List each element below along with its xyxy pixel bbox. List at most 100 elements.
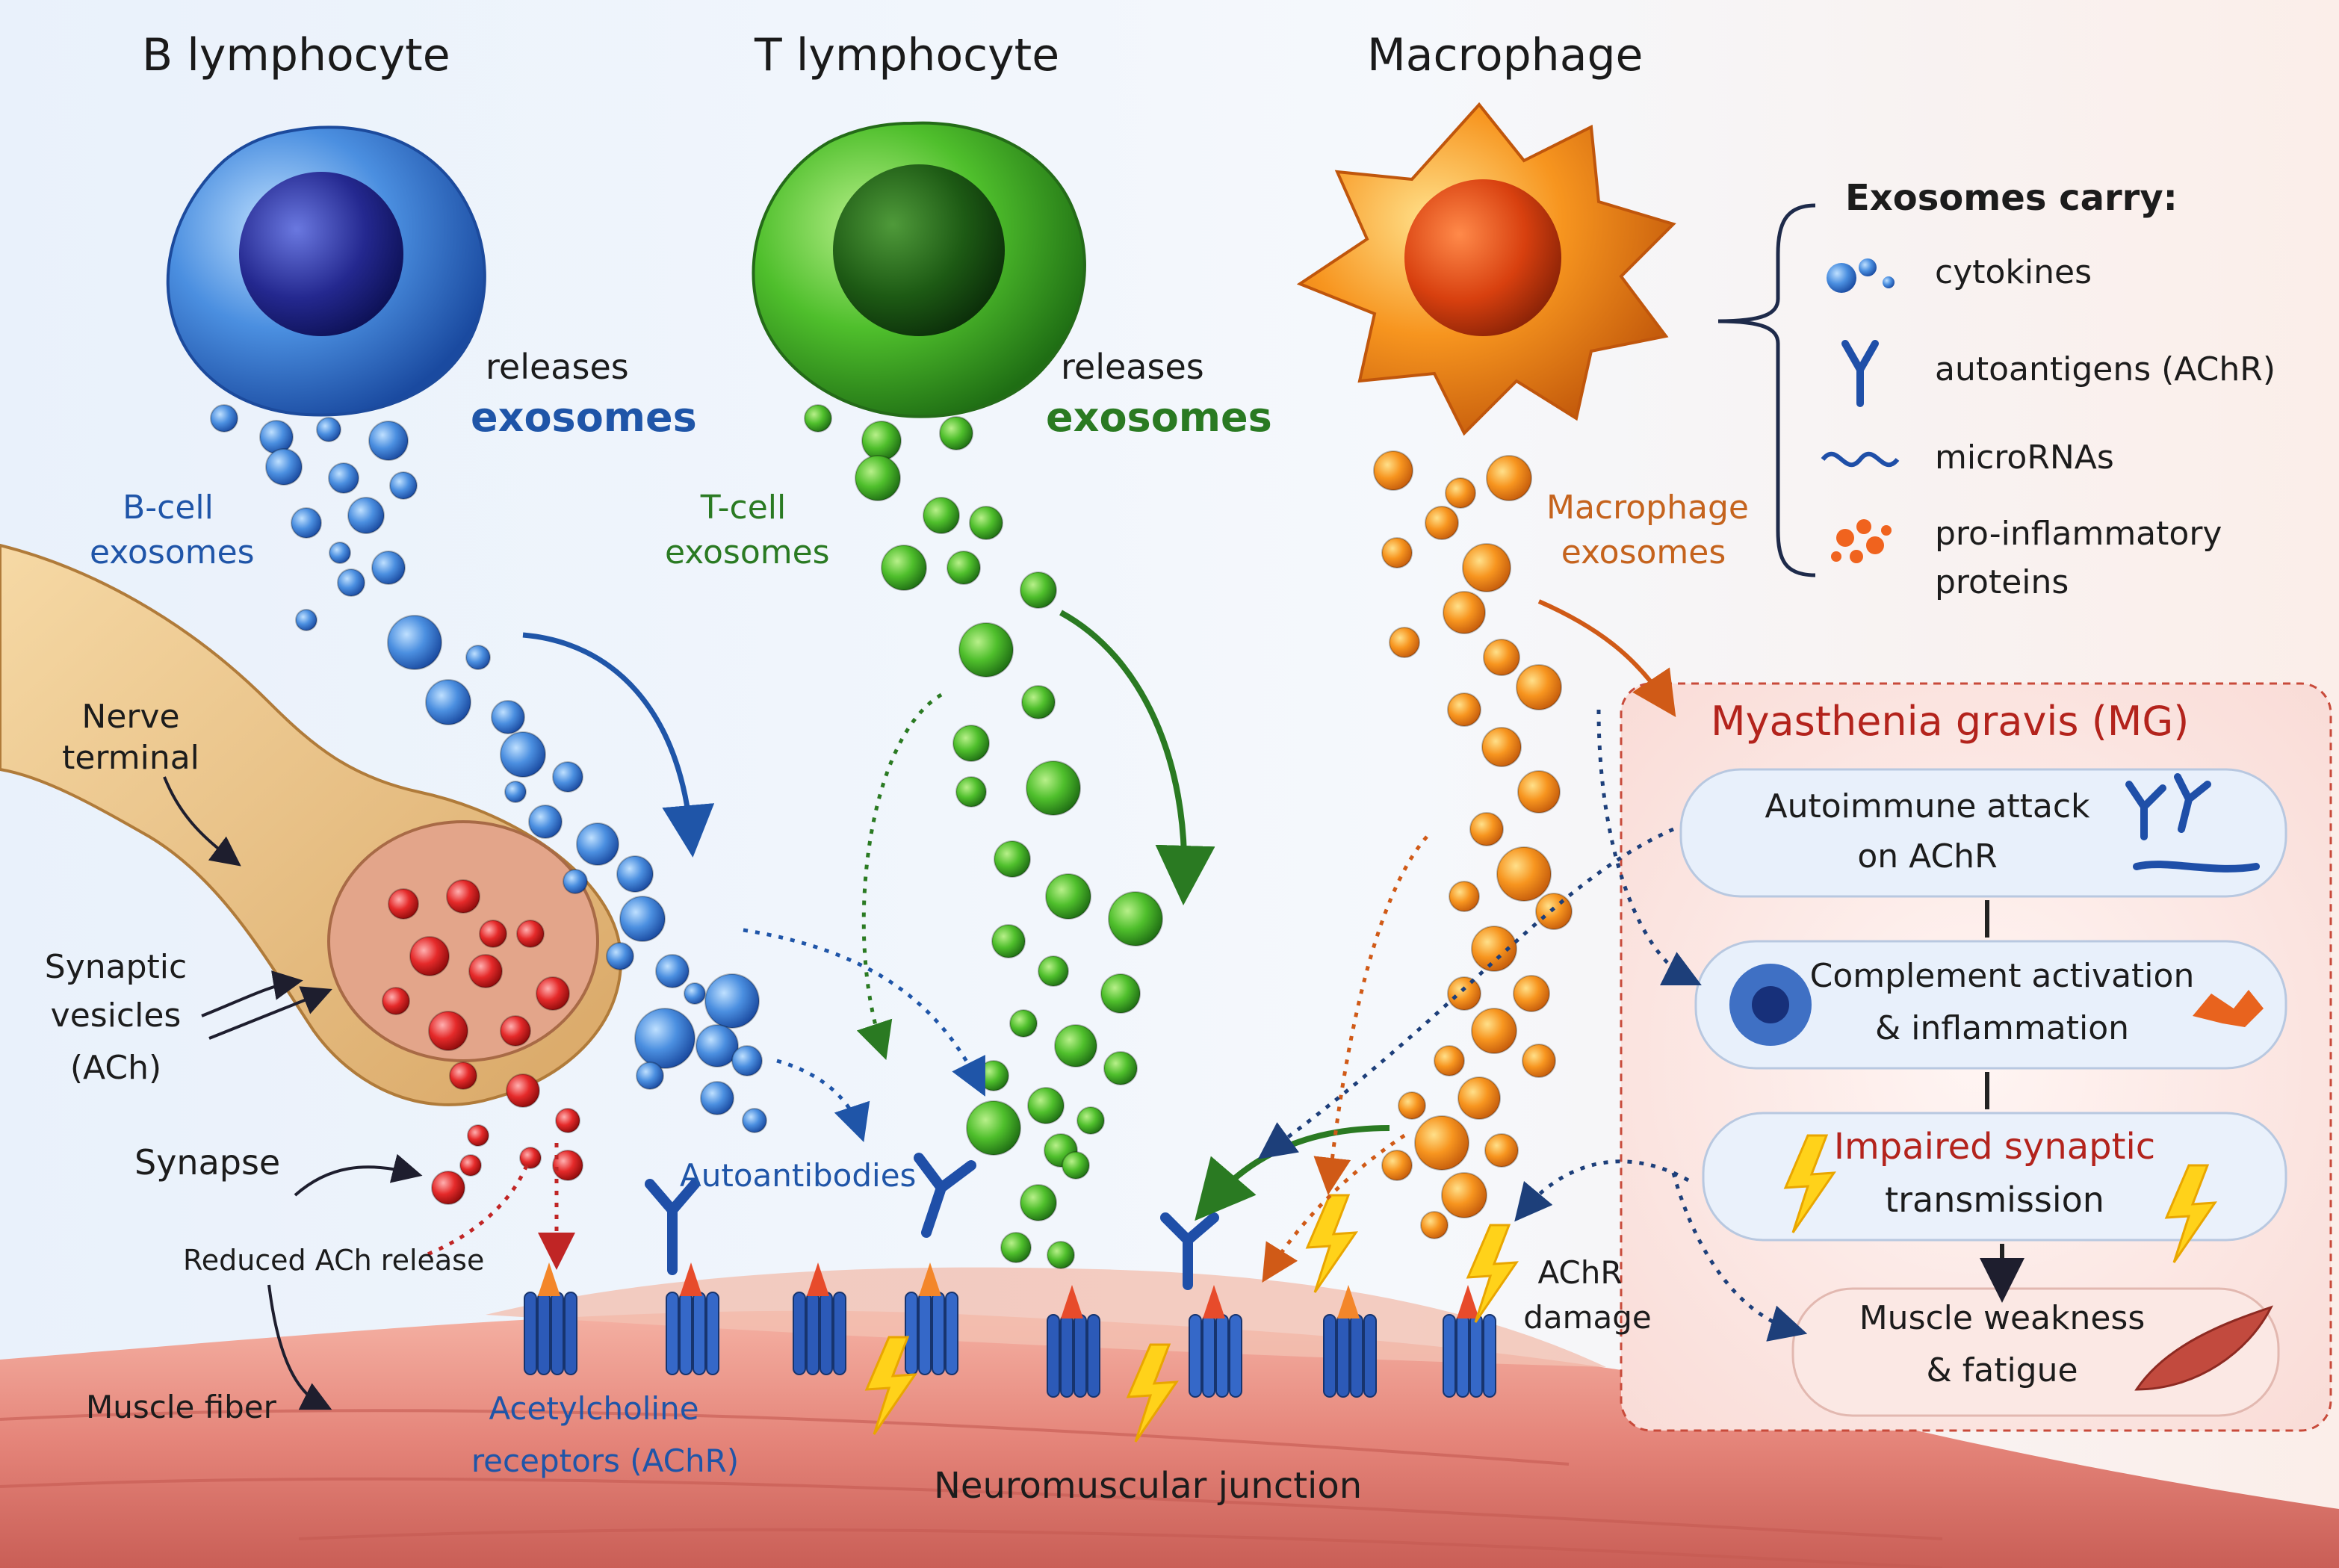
synaptic-vesicle: [500, 1015, 531, 1047]
macrophage-exosome: [1398, 1091, 1426, 1120]
macrophage-exosome: [1449, 881, 1480, 912]
mg-step1-line2: on AChR: [1857, 837, 1998, 876]
t-cell-exosome: [1009, 1009, 1038, 1038]
t-cell-exosome: [947, 551, 981, 585]
legend-brace: [1717, 203, 1816, 577]
macrophage-exosome: [1434, 1045, 1465, 1076]
cytokines-icon: [1827, 258, 1895, 293]
b-cell-exosome: [316, 417, 341, 442]
b-cell-exosome-stream: [210, 404, 767, 1133]
t-cell-exosomes-line1: T-cell: [700, 489, 787, 527]
achr-receptor: [1047, 1285, 1100, 1398]
t-cell-exosome: [1103, 1051, 1138, 1085]
synaptic-vesicle: [428, 1011, 468, 1051]
b-cell-exosome: [291, 507, 322, 539]
t-cell-exosome: [1020, 571, 1057, 609]
achr-receptor: [1189, 1285, 1242, 1398]
b-cell-exosome: [634, 1008, 695, 1069]
macrophage-exosome: [1481, 727, 1522, 767]
microrna-icon: [1821, 451, 1900, 468]
achr-receptor: [793, 1262, 846, 1375]
macrophage-exosome: [1443, 591, 1486, 634]
label-pointer-arrows: [163, 776, 423, 1410]
muscle-fiber-label: Muscle fiber: [86, 1389, 276, 1425]
t-cell-exosome: [855, 455, 901, 501]
synaptic-vesicle: [506, 1073, 540, 1108]
b-cell-exosome: [465, 645, 491, 670]
mg-flow-arrows: [1987, 900, 2002, 1285]
macrophage-exosomes-line1: Macrophage: [1546, 489, 1749, 527]
mg-step2-line2: & inflammation: [1874, 1009, 2130, 1047]
macrophage-exosome: [1389, 627, 1420, 658]
b-cell-exosome: [684, 982, 706, 1005]
synaptic-vesicle: [519, 1147, 542, 1169]
t-lymphocyte-title: T lymphocyte: [755, 29, 1060, 81]
t-cell-exosome: [1026, 760, 1081, 816]
t-cell-exosome: [1054, 1024, 1097, 1067]
t-cell-exosome: [1108, 891, 1163, 946]
lightning-bolts: [864, 1134, 2217, 1443]
macrophage-exosome: [1447, 692, 1481, 727]
synaptic-vesicle: [382, 987, 410, 1015]
synaptic-vesicles-line2: vesicles: [50, 997, 182, 1035]
mg-step4-line1: Muscle weakness: [1859, 1299, 2146, 1337]
mg-step4-line2: & fatigue: [1926, 1351, 2078, 1389]
synaptic-vesicle: [388, 888, 419, 920]
t-cell-exosome: [881, 545, 927, 591]
mg-step3-box: [1702, 1112, 2287, 1242]
synaptic-vesicles-line3: (ACh): [69, 1049, 162, 1087]
macrophage-exosome-stream: [1373, 450, 1573, 1239]
macrophage-exosome: [1420, 1211, 1449, 1239]
t-cell-exosome: [939, 416, 973, 450]
b-cell-exosome: [328, 462, 359, 494]
legend-item-autoantigens: autoantigens (AChR): [1935, 350, 2276, 388]
synaptic-vesicle: [468, 954, 503, 988]
t-cell-exosome: [1020, 1184, 1057, 1221]
b-cell-exosome: [368, 421, 409, 461]
autoantigen-icon: [1841, 340, 1879, 407]
autoantibodies: [645, 1153, 1219, 1290]
achr-receptor: [666, 1262, 719, 1375]
macrophage-cell: [1296, 102, 1676, 436]
pro-inflammatory-proteins-icon: [1831, 519, 1892, 563]
macrophage-exosome: [1469, 812, 1504, 846]
t-cell-exosome: [994, 840, 1031, 878]
b-cell-exosome: [425, 679, 471, 725]
nerve-terminal-line1: Nerve: [81, 698, 180, 736]
t-cell-exosome: [1021, 685, 1056, 719]
macrophage-exosome: [1496, 846, 1552, 902]
macrophage-title: Macrophage: [1367, 29, 1644, 81]
macrophage-exosome: [1373, 450, 1413, 491]
inflammation-icon: [2193, 990, 2264, 1027]
synaptic-vesicles: [382, 879, 583, 1205]
achr-receptor: [1323, 1285, 1377, 1398]
synaptic-vesicle: [555, 1108, 580, 1133]
macrophage-exosome: [1483, 639, 1520, 676]
macrophage-to-mg-arrow: [1537, 599, 1676, 717]
achr-damage-line2: damage: [1523, 1299, 1652, 1336]
macrophage-exosome: [1517, 770, 1561, 814]
b-cell-exosome: [500, 731, 546, 778]
t-cell-exosome: [969, 506, 1003, 540]
legend-item-cytokines: cytokines: [1935, 253, 2092, 291]
t-cell-exosome: [923, 497, 960, 534]
t-cell-exosome: [966, 1100, 1021, 1156]
b-cell-exosomes-line2: exosomes: [90, 533, 255, 571]
mg-step3-line1: Impaired synaptic: [1833, 1126, 2156, 1168]
b-cell-exosome: [389, 471, 418, 500]
b-cell-exosome: [742, 1108, 767, 1133]
synaptic-vesicle: [552, 1150, 583, 1181]
achr-receptor-row: [524, 1262, 1496, 1398]
macrophage-exosome: [1381, 537, 1413, 568]
b-cell-exosome: [576, 822, 619, 866]
t-cell-exosome: [952, 725, 990, 762]
mg-step1-line1: Autoimmune attack: [1765, 787, 2090, 825]
t-cell-exosome: [991, 924, 1026, 958]
t-cell-exosome: [1038, 955, 1069, 987]
b-cell-exosome: [528, 805, 563, 839]
macrophage-exosome: [1513, 975, 1550, 1012]
t-cell-exosome: [1100, 973, 1141, 1014]
achr-damage-line1: AChR: [1537, 1254, 1623, 1291]
t-cell-exosome: [861, 421, 902, 461]
dotted-arrows: [425, 692, 1808, 1342]
